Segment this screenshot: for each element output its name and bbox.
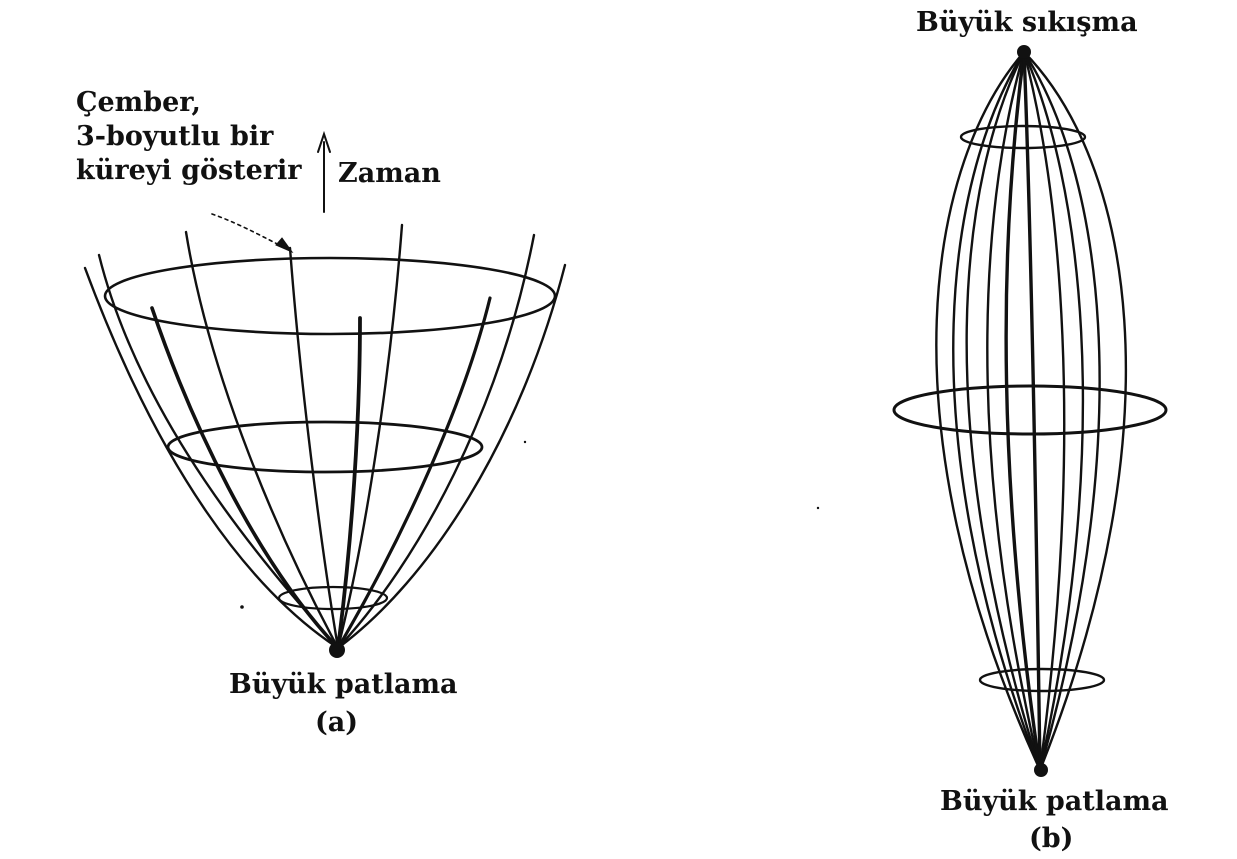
panel-b-meridian xyxy=(986,50,1042,772)
panel-a-meridian xyxy=(184,230,340,650)
panel-a-meridian xyxy=(83,266,340,650)
panel-a-meridian xyxy=(336,316,362,650)
panel-b-meridian xyxy=(952,50,1042,772)
panel-a-meridian xyxy=(288,246,340,650)
panel-a-caption: (a) xyxy=(315,707,359,738)
panel-b-bottom-circle xyxy=(978,667,1106,693)
panel-b-big-crunch-label: Büyük sıkışma xyxy=(916,7,1138,38)
circle-note-line-1: Çember, xyxy=(76,87,201,118)
time-label: Zaman xyxy=(338,158,441,189)
note-leader-arrow xyxy=(211,213,294,254)
time-arrow xyxy=(317,130,331,213)
panel-b-top-circle xyxy=(959,124,1087,150)
panel-a-meridian xyxy=(336,263,567,650)
panel-b-meridian xyxy=(1022,50,1066,772)
panel-b-closed-universe xyxy=(816,45,1168,777)
panel-b-meridians xyxy=(935,50,1128,772)
circle-note-label: Çember, 3-boyutlu bir küreyi gösterir xyxy=(76,86,302,188)
panel-a-bottom-circle xyxy=(277,585,389,611)
panel-b-middle-circle xyxy=(892,384,1168,436)
panel-b-meridian xyxy=(965,50,1042,772)
panel-b-big-bang-point xyxy=(1034,763,1048,777)
panel-a-middle-circle xyxy=(166,420,484,474)
circle-note-line-3: küreyi gösterir xyxy=(76,155,302,186)
panel-a-expanding-universe xyxy=(83,130,567,658)
panel-b-meridian xyxy=(935,50,1042,772)
panel-b-caption: (b) xyxy=(1029,823,1074,854)
panel-a-meridians xyxy=(83,223,567,650)
panel-b-meridian xyxy=(1022,50,1085,772)
circle-note-line-2: 3-boyutlu bir xyxy=(76,121,274,152)
panel-a-meridian xyxy=(336,233,536,650)
panel-a-big-bang-label: Büyük patlama xyxy=(229,669,458,700)
stray-dot xyxy=(240,605,244,609)
panel-b-big-bang-label: Büyük patlama xyxy=(940,786,1169,817)
panel-b-meridian xyxy=(1022,50,1042,772)
panel-a-meridian xyxy=(336,296,492,650)
panel-b-big-crunch-point xyxy=(1017,45,1031,59)
panel-b-meridian xyxy=(1004,50,1042,772)
panel-a-top-circle xyxy=(103,256,557,336)
panel-b-meridian xyxy=(1022,50,1128,772)
stray-dot xyxy=(523,440,527,444)
panel-a-big-bang-point xyxy=(329,642,345,658)
stray-dot xyxy=(816,506,820,510)
panel-a-meridian xyxy=(150,306,340,650)
panel-b-meridian xyxy=(1022,50,1101,772)
panel-a-meridian xyxy=(336,223,404,650)
